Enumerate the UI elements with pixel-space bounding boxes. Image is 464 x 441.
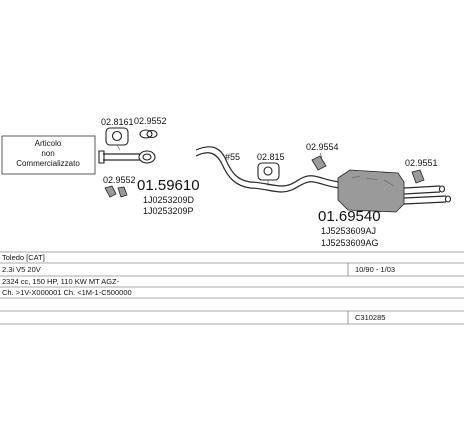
vehicle-info-table: Toledo [CAT] 2.3i V5 20V 10/90 - 1/03 23… bbox=[0, 251, 464, 325]
clamp-shape bbox=[257, 162, 280, 181]
bracket[interactable]: 02.9552 bbox=[103, 175, 136, 198]
vehicle-engine: 2.3i V5 20V bbox=[2, 265, 41, 274]
rear-silencer[interactable] bbox=[337, 169, 452, 213]
not-available-notice: Articolo non Commercializzato bbox=[1, 135, 96, 175]
rear-silencer-ref-1: 1J5253609AJ bbox=[321, 226, 376, 236]
clamp[interactable]: 02.815 bbox=[257, 152, 285, 186]
tail-pipe-2-end bbox=[444, 195, 452, 203]
rear-silencer-body bbox=[337, 169, 405, 213]
gasket-b[interactable]: 02.9552 bbox=[134, 116, 167, 139]
mount-b-code: 02.9551 bbox=[405, 158, 438, 168]
gasket-a[interactable]: 02.8161 bbox=[101, 117, 134, 151]
mount-b[interactable]: 02.9551 bbox=[405, 158, 438, 184]
mount-a-leader bbox=[319, 152, 323, 159]
front-pipe-code[interactable]: 01.59610 bbox=[137, 177, 200, 194]
flex-ref: #55 bbox=[225, 152, 240, 162]
rear-silencer-code[interactable]: 01.69540 bbox=[318, 208, 381, 225]
rear-silencer-detail bbox=[351, 175, 395, 187]
front-flange-pipe bbox=[103, 153, 140, 161]
gasket-a-hole bbox=[111, 130, 123, 142]
front-pipe-ref-2: 1J0253209P bbox=[143, 206, 194, 216]
tail-pipe-1 bbox=[403, 185, 441, 195]
mid-pipe-lower bbox=[249, 181, 343, 193]
tail-pipe-2 bbox=[403, 195, 447, 205]
mount-a-shape bbox=[311, 155, 327, 171]
bracket-code: 02.9552 bbox=[103, 175, 136, 185]
vehicle-model: Toledo [CAT] bbox=[2, 253, 45, 262]
gasket-b-ring-2 bbox=[146, 129, 158, 139]
front-flange-end bbox=[98, 150, 105, 164]
notice-line-3: Commercializzato bbox=[16, 159, 80, 168]
mid-pipe-upper bbox=[249, 175, 343, 187]
clamp-code: 02.815 bbox=[257, 152, 285, 162]
clamp-hole bbox=[263, 166, 273, 176]
vehicle-years: 10/90 - 1/03 bbox=[355, 265, 395, 274]
gasket-a-leader bbox=[116, 144, 121, 151]
front-pipe-lower bbox=[195, 152, 251, 189]
gasket-a-shape bbox=[105, 127, 129, 146]
catalog-number: C310285 bbox=[355, 313, 385, 322]
notice-line-1: Articolo bbox=[35, 139, 62, 148]
mount-b-shape bbox=[411, 169, 425, 184]
bracket-shape-2 bbox=[117, 186, 128, 198]
front-pipe-ref-1: 1J0253209D bbox=[143, 195, 195, 205]
mount-a[interactable]: 02.9554 bbox=[306, 142, 339, 171]
gasket-b-code: 02.9552 bbox=[134, 116, 167, 126]
front-flange-ring-inner bbox=[142, 153, 152, 161]
tail-pipe-1-end bbox=[438, 185, 446, 193]
vehicle-spec: 2324 cc, 150 HP, 110 KW MT AGZ- bbox=[2, 277, 120, 286]
front-pipe-upper bbox=[195, 146, 251, 183]
notice-line-2: non bbox=[41, 149, 54, 158]
gasket-a-code: 02.8161 bbox=[101, 117, 134, 127]
rear-silencer-ref-2: 1J5253609AG bbox=[321, 238, 379, 248]
notice-box bbox=[1, 135, 96, 175]
bracket-shape-1 bbox=[104, 185, 117, 198]
mid-pipe[interactable] bbox=[249, 175, 343, 193]
gasket-b-ring-1 bbox=[139, 129, 153, 139]
front-flange bbox=[98, 150, 156, 164]
front-flange-ring bbox=[138, 150, 156, 164]
mount-a-code: 02.9554 bbox=[306, 142, 339, 152]
vehicle-chassis: Ch. >1V-X000001 Ch. <1M-1-C500000 bbox=[2, 288, 132, 297]
front-pipe[interactable]: #55 bbox=[195, 146, 251, 189]
